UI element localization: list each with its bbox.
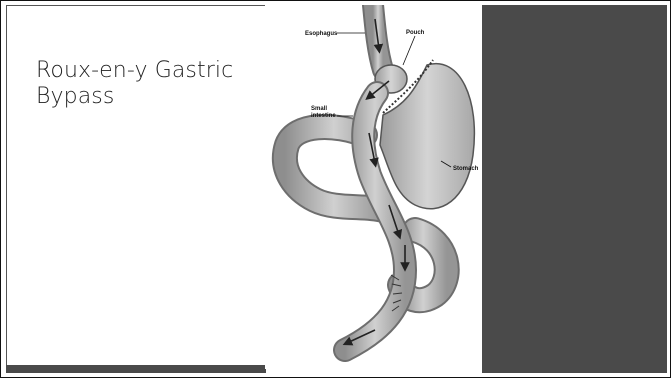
- label-small-intestine-1: Small: [311, 106, 327, 112]
- label-pouch: Pouch: [406, 30, 425, 36]
- gastric-bypass-illustration: Esophagus Pouch Small intestine Stomach: [265, 5, 481, 369]
- bottom-strip: [6, 365, 266, 373]
- dark-side-panel: [482, 5, 667, 373]
- label-stomach: Stomach: [453, 166, 479, 172]
- label-small-intestine-2: intestine: [311, 113, 336, 119]
- slide-title: Roux-en-y Gastric Bypass: [36, 58, 251, 110]
- label-esophagus: Esophagus: [305, 31, 338, 37]
